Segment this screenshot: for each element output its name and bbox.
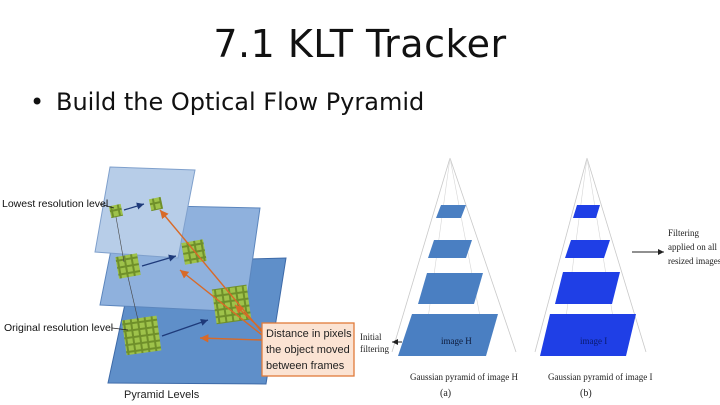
pyramid-level-square [418,273,483,304]
motion-arrow [161,318,209,337]
pyramid-edge [449,157,517,353]
image-i-label: image I [580,336,607,346]
bullet-text: Build the Optical Flow Pyramid [56,88,425,116]
pyramid-level-base [540,314,636,356]
pyramid-level-square [555,272,620,304]
distance-arrow [179,269,263,336]
feature-patch [115,253,141,279]
distance-note-box [261,322,355,377]
pyramid-i-caption: Gaussian pyramid of image I [548,372,652,382]
feature-patch [211,284,252,325]
filtering-note-line-2: applied on all [668,242,717,252]
gaussian-pyramid-i: image I Gaussian pyramid of image I (b) … [534,157,720,399]
distance-note-line-1: Distance in pixels [266,328,352,340]
pyramid-level-base [398,314,498,356]
distance-arrow [199,334,263,343]
lowest-resolution-label: Lowest resolution level [2,198,108,210]
initial-filtering-line-1: Initial [360,332,382,342]
bullet-dot: • [30,88,45,116]
original-resolution-label: Original resolution level [4,322,113,334]
label-leader [99,203,115,209]
connector-line [115,216,125,263]
motion-arrow [123,202,145,211]
pyramid-edge [534,157,588,353]
distance-arrow [159,209,263,333]
slide-title: 7.1 KLT Tracker [213,22,507,66]
filtering-note-line-1: Filtering [668,228,699,238]
feature-patch [148,196,164,212]
pyramid-i-tag: (b) [580,388,592,399]
pyramid-levels-caption: Pyramid Levels [124,389,200,401]
initial-filtering-line-2: filtering [360,344,389,354]
pyramid-edge [391,157,451,353]
distance-arrow [234,304,263,331]
pyramid-h-tag: (a) [440,388,451,399]
pyramid-level-square [565,240,610,258]
feature-patch [121,315,162,356]
pyramid-edge [586,157,647,353]
filtering-note-line-3: resized images [668,256,720,266]
bullet-item: • Build the Optical Flow Pyramid [30,88,424,116]
pyramid-level-square [436,205,466,218]
image-h-label: image H [441,336,472,346]
connector-line [127,276,139,321]
feature-patch [108,203,124,219]
distance-note-line-3: between frames [266,360,345,372]
pyramid-level-lowest [94,166,196,259]
pyramid-level-square [428,240,472,258]
label-leader [111,327,129,331]
gaussian-pyramid-h: image H Gaussian pyramid of image H (a) … [360,157,518,399]
pyramid-h-caption: Gaussian pyramid of image H [410,372,518,382]
pyramid-level-square [573,205,600,218]
distance-note-line-2: the object moved [266,344,350,356]
left-pyramid-diagram: Lowest resolution level Original resolut… [2,166,355,401]
motion-arrow [141,254,177,267]
